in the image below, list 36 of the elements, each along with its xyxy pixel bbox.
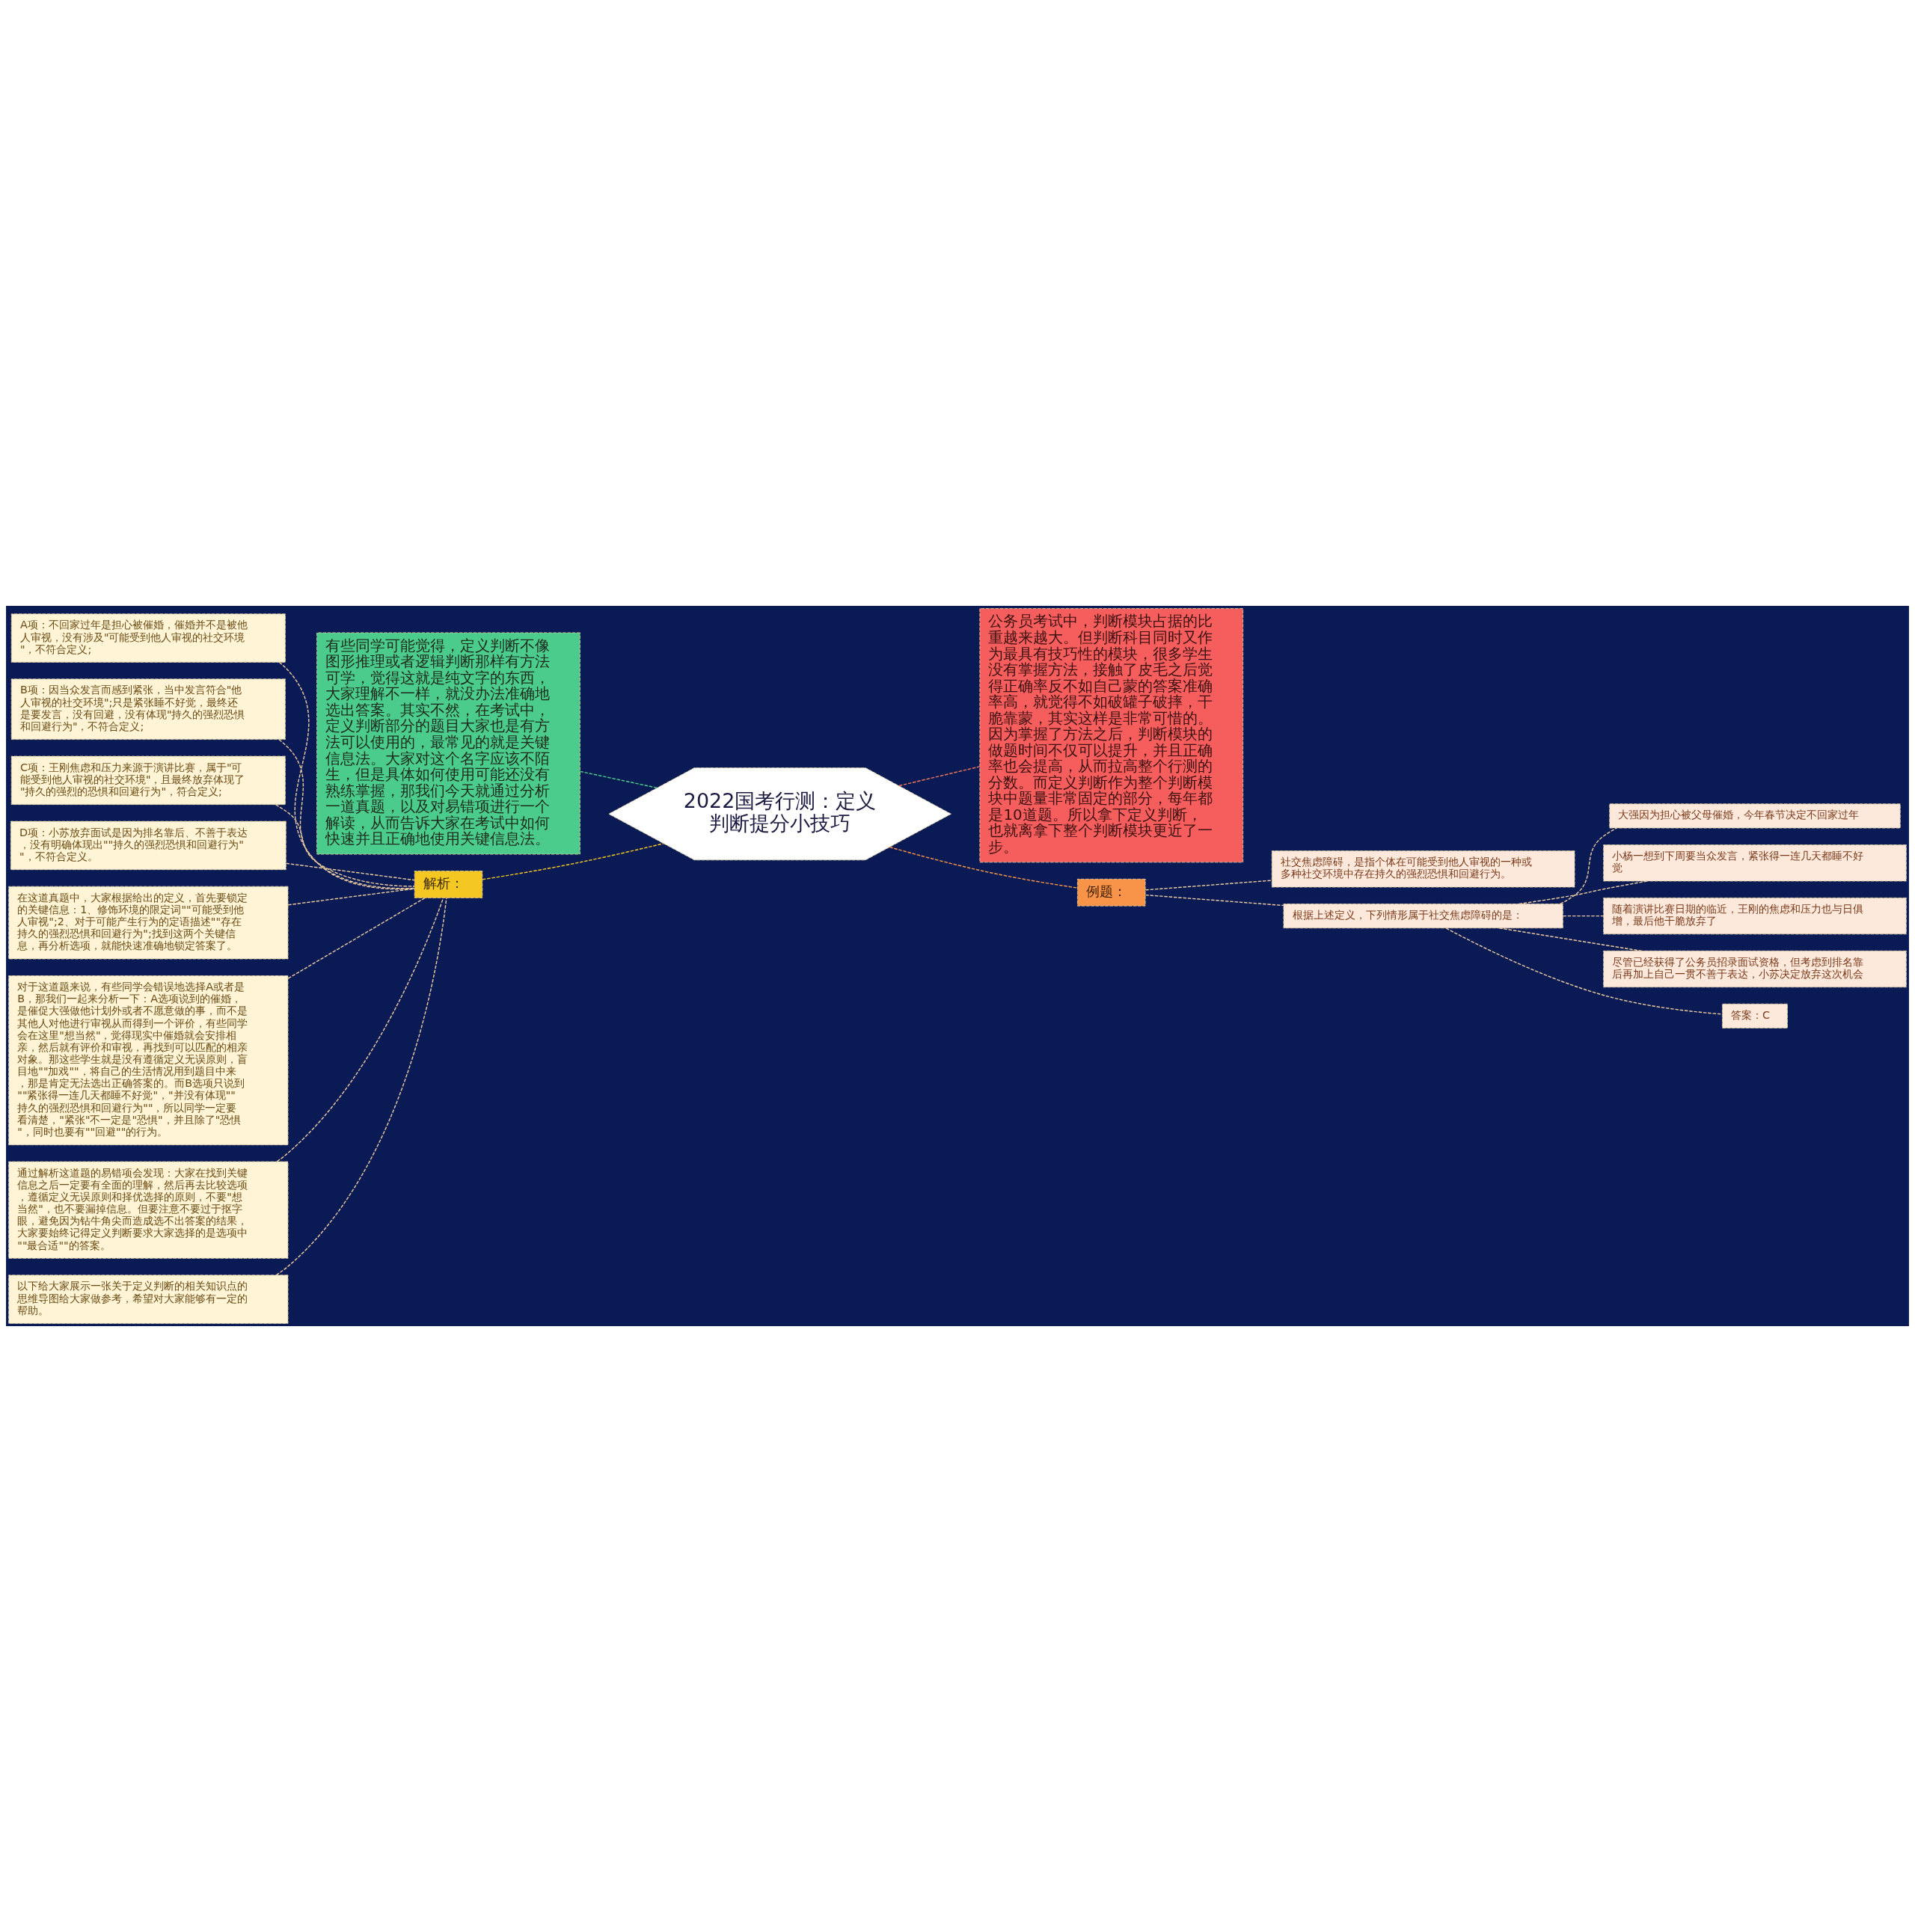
node-box: 答案：C [1722,1003,1788,1028]
node-box: 根据上述定义，下列情形属于社交焦虑障碍的是： [1283,904,1563,929]
connector [275,804,415,887]
node-box: 解析： [414,871,483,898]
node-box: 对于这道题来说，有些同学会错误地选择A或者是B，那我们一起来分析一下：A选项说到的催婚，是催促大强做他计划外或者不愿意做的事，而不是其他人对他进行审视从而得到一个评价，有些同学会在这里"想当然"，觉得现实中催婚就会安排相亲，然后就有评价和审视，再找到可以匹配的相亲对象。那这些学生就是没有遵循定义无误原则，盲目地""加戏""，将自己的生活情况用到题目中来，那是肯定无法选出正确答案的。而B选项只说到""紧张得一连几天都睡不好觉"，"并没有体现""持久的强烈恐惧和回避行为""，所以同学一定要看清楚，"紧张"不一定是"恐惧"，并且除了"恐惧"，同时也要有""回避""的行为。 [8,975,289,1146]
node-box: 在这道真题中，大家根据给出的定义，首先要锁定的关键信息：1、修饰环境的限定词""可能受到他人审视";2、对于可能产生行为的定语描述""存在持久的强烈恐惧和回避行为";找到这两个关键信息，再分析选项，就能快速准确地锁定答案了。 [8,886,289,960]
node-box: 以下给大家展示一张关于定义判断的相关知识点的思维导图给大家做参考，希望对大家能够有一定的帮助。 [8,1275,289,1324]
connector [1498,927,1642,951]
connector [287,888,415,906]
node-box: D项：小苏放弃面试是因为排名靠后、不善于表达，没有明确体现出""持久的强烈恐惧和回避行为""，不符合定义。 [10,821,287,871]
node-box: A项：不回家过年是担心被催婚，催婚并不是被他人审视，没有涉及"可能受到他人审视的社交环境"，不符合定义; [10,613,286,663]
connector [1145,894,1284,907]
node-box: C项：王刚焦虑和压力来源于演讲比赛，属于"可能受到他人审视的社交环境"，且最终放弃体现了"持久的强烈的恐惧和回避行为"，符合定义; [10,755,286,806]
node-box: 有些同学可能觉得，定义判断不像图形推理或者逻辑判断那样有方法可学，觉得这就是纯文字的东西，大家理解不一样，就没办法准确地选出答案。其实不然，在考试中，定义判断部分的题目大家也是有方法可以使用的，最常见的就是关键信息法。大家对这个名字应该不陌生，但是具体如何使用可能还没有熟练掌握，那我们今天就通过分析一道真题，以及对易错项进行一个解读，从而告诉大家在考试中如何快速并且正确地使用关键信息法。 [316,632,580,855]
connector [287,897,426,979]
connector [1560,827,1617,905]
connector [898,766,981,787]
connector [278,661,415,890]
node-box: B项：因当众发言而感到紧张，当中发言符合"他人审视的社交环境";只是紧张睡不好觉，最终还是要发言，没有回避，没有体现"持久的强烈恐惧和回避行为"，不符合定义; [10,678,286,740]
node-box: 公务员考试中，判断模块占据的比重越来越大。但判断科目同时又作为最具有技巧性的模块，很多学生没有掌握方法，接触了皮毛之后觉得正确率反不如自己蒙的答案准确率高，就觉得不如破罐子破摔，干脆靠蒙，其实这样是非常可惜的。因为掌握了方法之后，判断模块的做题时间不仅可以提升，并且正确率也会提高，从而拉高整个行测的分数。而定义判断作为整个判断模块中题量非常固定的部分，每年都是10道题。所以拿下定义判断，也就离拿下整个判断模块更近了一步。 [979,608,1244,863]
node-box: 小杨一想到下周要当众发言，紧张得一连几天都睡不好觉 [1603,844,1907,882]
connector [579,770,658,789]
node-box: 通过解析这道题的易错项会发现：大家在找到关键信息之后一定要有全面的理解，然后再去比较选项，遵循定义无误原则和择优选择的原则，不要"想当然"，也不要漏掉信息。但要注意不要过于抠字眼，避免因为钻牛角尖而造成选不出答案的结果，大家要始终记得定义判断要求大家选择的是选项中""最合适""的答案。 [8,1161,289,1259]
connector [1562,915,1605,917]
connector [285,862,415,881]
node-box: 大强因为担心被父母催婚，今年春节决定不回家过年 [1609,803,1901,829]
connector [275,897,447,1276]
connector [889,846,1079,889]
connector [482,843,664,880]
connector [276,897,444,1162]
node-box: 随着演讲比赛日期的临近，王刚的焦虑和压力也与日俱增，最后他干脆放弃了 [1603,897,1907,935]
connector [1145,880,1272,891]
node-box: 例题： [1076,878,1146,907]
node-box: 尽管已经获得了公务员招录面试资格，但考虑到排名靠后再加上自己一贯不善于表达，小苏决定放弃这次机会 [1603,950,1907,988]
connector [278,739,415,889]
node-box: 社交焦虑障碍，是指个体在可能受到他人审视的一种或多种社交环境中存在持久的强烈恐惧和回避行为。 [1271,850,1575,888]
